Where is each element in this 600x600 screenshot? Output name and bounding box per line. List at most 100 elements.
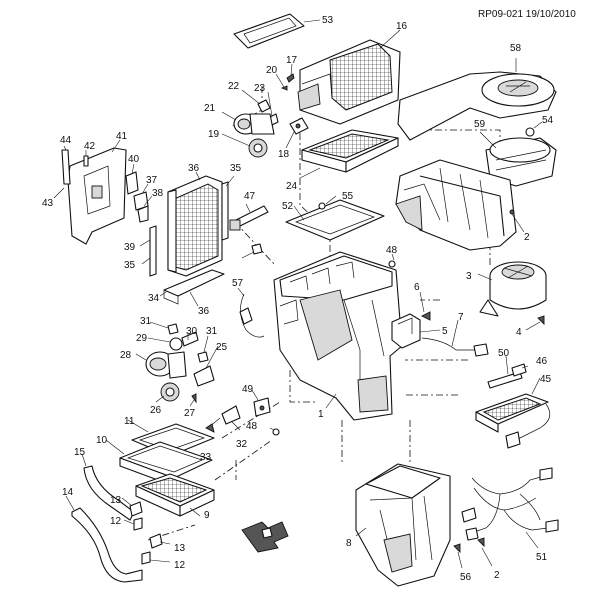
screw-33 [205,417,221,433]
label-8: 8 [346,538,352,549]
label-34: 34 [148,293,160,304]
plug-46 [511,363,529,377]
clip-48-c [269,427,280,436]
label-2-bottom: 2 [494,570,500,581]
label-58: 58 [510,43,522,54]
screw-56 [453,543,463,569]
screw-2-b [477,537,493,567]
label-3: 3 [466,271,472,282]
label-33: 33 [200,452,212,463]
label-50: 50 [498,348,510,359]
label-41: 41 [116,131,128,142]
clamp-13-b [149,533,171,549]
label-45: 45 [540,374,552,385]
label-24: 24 [286,181,298,192]
label-26: 26 [150,405,162,416]
label-52: 52 [282,201,294,212]
label-1: 1 [318,409,324,420]
label-54: 54 [542,115,554,126]
label-18: 18 [278,149,290,160]
clip-12-b [141,551,171,565]
main-housing-1 [273,251,403,421]
bracket-49 [251,389,271,417]
label-7: 7 [458,312,464,323]
bracket-41 [67,139,127,245]
clip-12-a [123,517,143,531]
label-12-b: 12 [174,560,186,571]
label-2-top: 2 [524,232,530,243]
nut-31-b [197,335,209,363]
foam-seal-36-bottom [163,269,225,307]
label-15: 15 [74,447,86,458]
label-47: 47 [244,191,256,202]
label-35-right: 35 [230,163,242,174]
label-32: 32 [236,439,248,450]
gear-19 [221,133,268,158]
lower-duct-8 [355,463,451,587]
front-direction-arrow-icon [241,521,289,553]
label-57: 57 [232,278,244,289]
label-23: 23 [254,83,266,94]
actuator-25 [193,345,219,387]
label-20: 20 [266,65,278,76]
label-14: 14 [62,487,74,498]
screw-27 [189,393,197,407]
clip-48-b [388,253,396,268]
lever-30 [181,331,199,347]
blower-motor-3 [477,261,547,317]
label-11: 11 [124,416,135,427]
harness-7 [421,319,489,357]
label-19: 19 [208,129,220,140]
label-29: 29 [136,333,148,344]
gear-26 [155,382,180,403]
cabin-filter-24 [299,129,399,179]
label-13-a: 13 [110,495,122,506]
label-36-bottom: 36 [198,306,210,317]
clip-48-a [241,243,263,259]
label-22: 22 [228,81,240,92]
blower-lower-case-59 [479,131,557,187]
lower-case-2 [395,159,525,251]
hose-14 [65,495,143,583]
bolt-54 [525,121,543,137]
label-9: 9 [204,510,210,521]
label-25: 25 [216,342,228,353]
wiring-harness-51 [461,467,559,549]
clamp-13-a [121,497,143,517]
foam-seal-34 [159,290,179,305]
label-38: 38 [152,188,164,199]
label-53: 53 [322,15,334,26]
clip-55 [318,195,337,210]
screw-6 [419,291,431,321]
label-44: 44 [60,135,72,146]
actuator-motor-28 [135,351,187,379]
label-30: 30 [186,326,198,337]
label-43: 43 [42,198,54,209]
label-59: 59 [474,119,486,130]
label-31-b: 31 [206,326,218,337]
drawing-reference: RP09-021 19/10/2010 [478,9,576,20]
label-10: 10 [96,435,108,446]
part-labels: 53 16 58 17 20 22 23 21 19 18 54 59 44 4… [42,15,554,583]
seal-strip-35-right [221,175,235,241]
label-31-a: 31 [140,316,152,327]
upper-housing-16 [297,29,401,125]
blower-upper-case-58 [397,58,557,141]
filter-45 [475,377,551,449]
lever-18 [285,117,309,149]
label-42: 42 [84,141,96,152]
cable-57 [237,287,265,338]
screw-20 [275,73,288,91]
label-36-top: 36 [188,163,200,174]
label-35-left: 35 [124,260,136,271]
label-12-a: 12 [110,516,122,527]
seal-ring-53 [233,13,321,49]
label-40: 40 [128,154,140,165]
pipe-39 [139,239,151,247]
label-5: 5 [442,326,448,337]
evaporator-36 [167,171,223,277]
label-16: 16 [396,21,408,32]
seal-strip-35-left [141,225,157,277]
construction-lines [147,86,501,541]
